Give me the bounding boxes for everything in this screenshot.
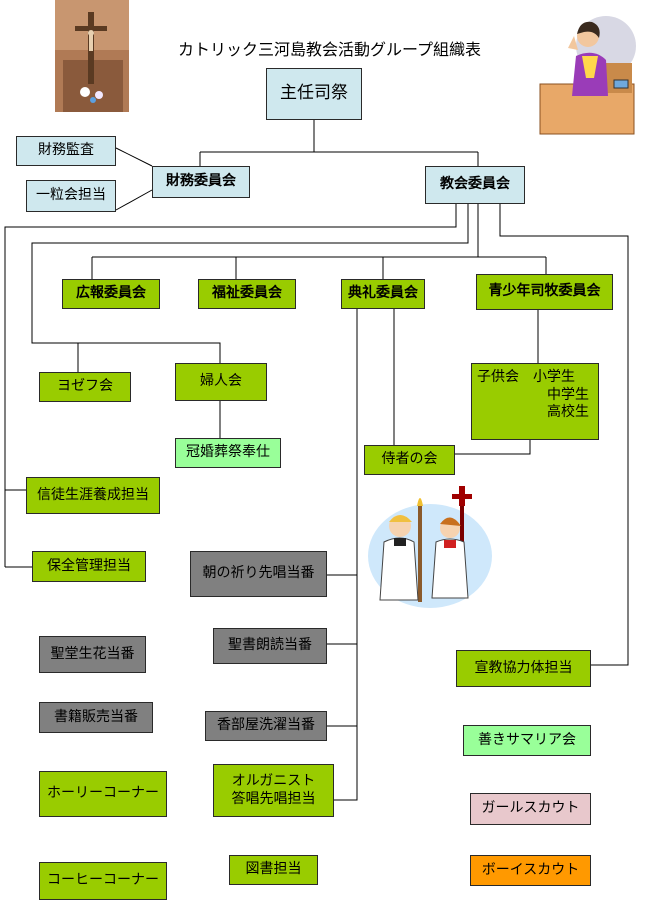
library-box: 図書担当 (229, 855, 318, 885)
morning-prayer-box: 朝の祈り先唱当番 (190, 551, 327, 597)
chart-title: カトリック三河島教会活動グループ組織表 (178, 40, 482, 59)
children-group-box: 子供会 小学生 中学生 高校生 (471, 363, 599, 440)
crucifix-picture (55, 0, 129, 112)
coffee-corner-label: コーヒーコーナー (47, 872, 159, 889)
good-samaritan-box: 善きサマリア会 (463, 725, 591, 756)
altar-servers-label: 侍者の会 (381, 451, 438, 468)
morning-prayer-label: 朝の祈り先唱当番 (202, 565, 315, 582)
mission-cooperation-box: 宣教協力体担当 (456, 650, 591, 687)
altar-servers-box: 侍者の会 (364, 445, 455, 475)
welfare-committee-label: 福祉委員会 (212, 285, 282, 302)
church-committee-label: 教会委員会 (440, 176, 510, 193)
lifelong-formation-box: 信徒生涯養成担当 (26, 477, 160, 514)
finance-audit-label: 財務監査 (38, 142, 94, 159)
head-priest-box: 主任司祭 (266, 68, 362, 120)
womens-group-box: 婦人会 (175, 363, 267, 401)
girl-scouts-box: ガールスカウト (470, 793, 591, 825)
organist-label: オルガニスト 答唱先唱担当 (231, 773, 316, 807)
ceremony-service-label: 冠婚葬祭奉仕 (186, 444, 270, 461)
youth-committee-label: 青少年司牧委員会 (488, 283, 601, 300)
children-group-label: 子供会 小学生 中学生 高校生 (477, 369, 589, 420)
praying-woman-picture (539, 16, 636, 135)
lifelong-formation-label: 信徒生涯養成担当 (37, 486, 149, 503)
maintenance-label: 保全管理担当 (47, 557, 131, 574)
joseph-group-box: ヨゼフ会 (39, 372, 131, 402)
pr-committee-box: 広報委員会 (62, 279, 160, 309)
mission-cooperation-label: 宣教協力体担当 (474, 659, 573, 676)
good-samaritan-label: 善きサマリア会 (478, 731, 576, 748)
pr-committee-label: 広報委員会 (76, 285, 146, 302)
organist-box: オルガニスト 答唱先唱担当 (213, 764, 334, 817)
altar-servers-picture (368, 486, 492, 608)
holy-corner-label: ホーリーコーナー (47, 785, 159, 802)
holy-corner-box: ホーリーコーナー (39, 771, 167, 817)
book-sales-label: 書籍販売当番 (54, 708, 138, 725)
sacristy-laundry-label: 香部屋洗濯当番 (217, 717, 315, 734)
liturgy-committee-box: 典礼委員会 (341, 279, 425, 309)
ceremony-service-box: 冠婚葬祭奉仕 (175, 438, 281, 468)
scripture-reading-label: 聖書朗読当番 (228, 637, 312, 654)
finance-committee-box: 財務委員会 (152, 166, 250, 198)
book-sales-box: 書籍販売当番 (39, 702, 153, 733)
ichiryu-box: 一粒会担当 (26, 180, 116, 212)
library-label: 図書担当 (245, 861, 302, 878)
boy-scouts-box: ボーイスカウト (470, 855, 591, 886)
youth-committee-box: 青少年司牧委員会 (476, 274, 613, 310)
sacristy-laundry-box: 香部屋洗濯当番 (205, 711, 327, 741)
welfare-committee-box: 福祉委員会 (198, 279, 296, 309)
girl-scouts-label: ガールスカウト (481, 800, 580, 817)
boy-scouts-label: ボーイスカウト (481, 861, 580, 878)
womens-group-label: 婦人会 (200, 373, 242, 390)
head-priest-label: 主任司祭 (280, 83, 348, 104)
finance-audit-box: 財務監査 (16, 136, 116, 166)
finance-committee-label: 財務委員会 (166, 173, 236, 190)
scripture-reading-box: 聖書朗読当番 (213, 628, 327, 664)
coffee-corner-box: コーヒーコーナー (39, 862, 167, 900)
church-committee-box: 教会委員会 (425, 166, 525, 204)
church-flowers-box: 聖堂生花当番 (39, 636, 146, 673)
joseph-group-label: ヨゼフ会 (57, 378, 113, 395)
church-flowers-label: 聖堂生花当番 (50, 645, 135, 662)
liturgy-committee-label: 典礼委員会 (348, 285, 418, 302)
ichiryu-label: 一粒会担当 (36, 187, 106, 204)
maintenance-box: 保全管理担当 (32, 551, 146, 582)
